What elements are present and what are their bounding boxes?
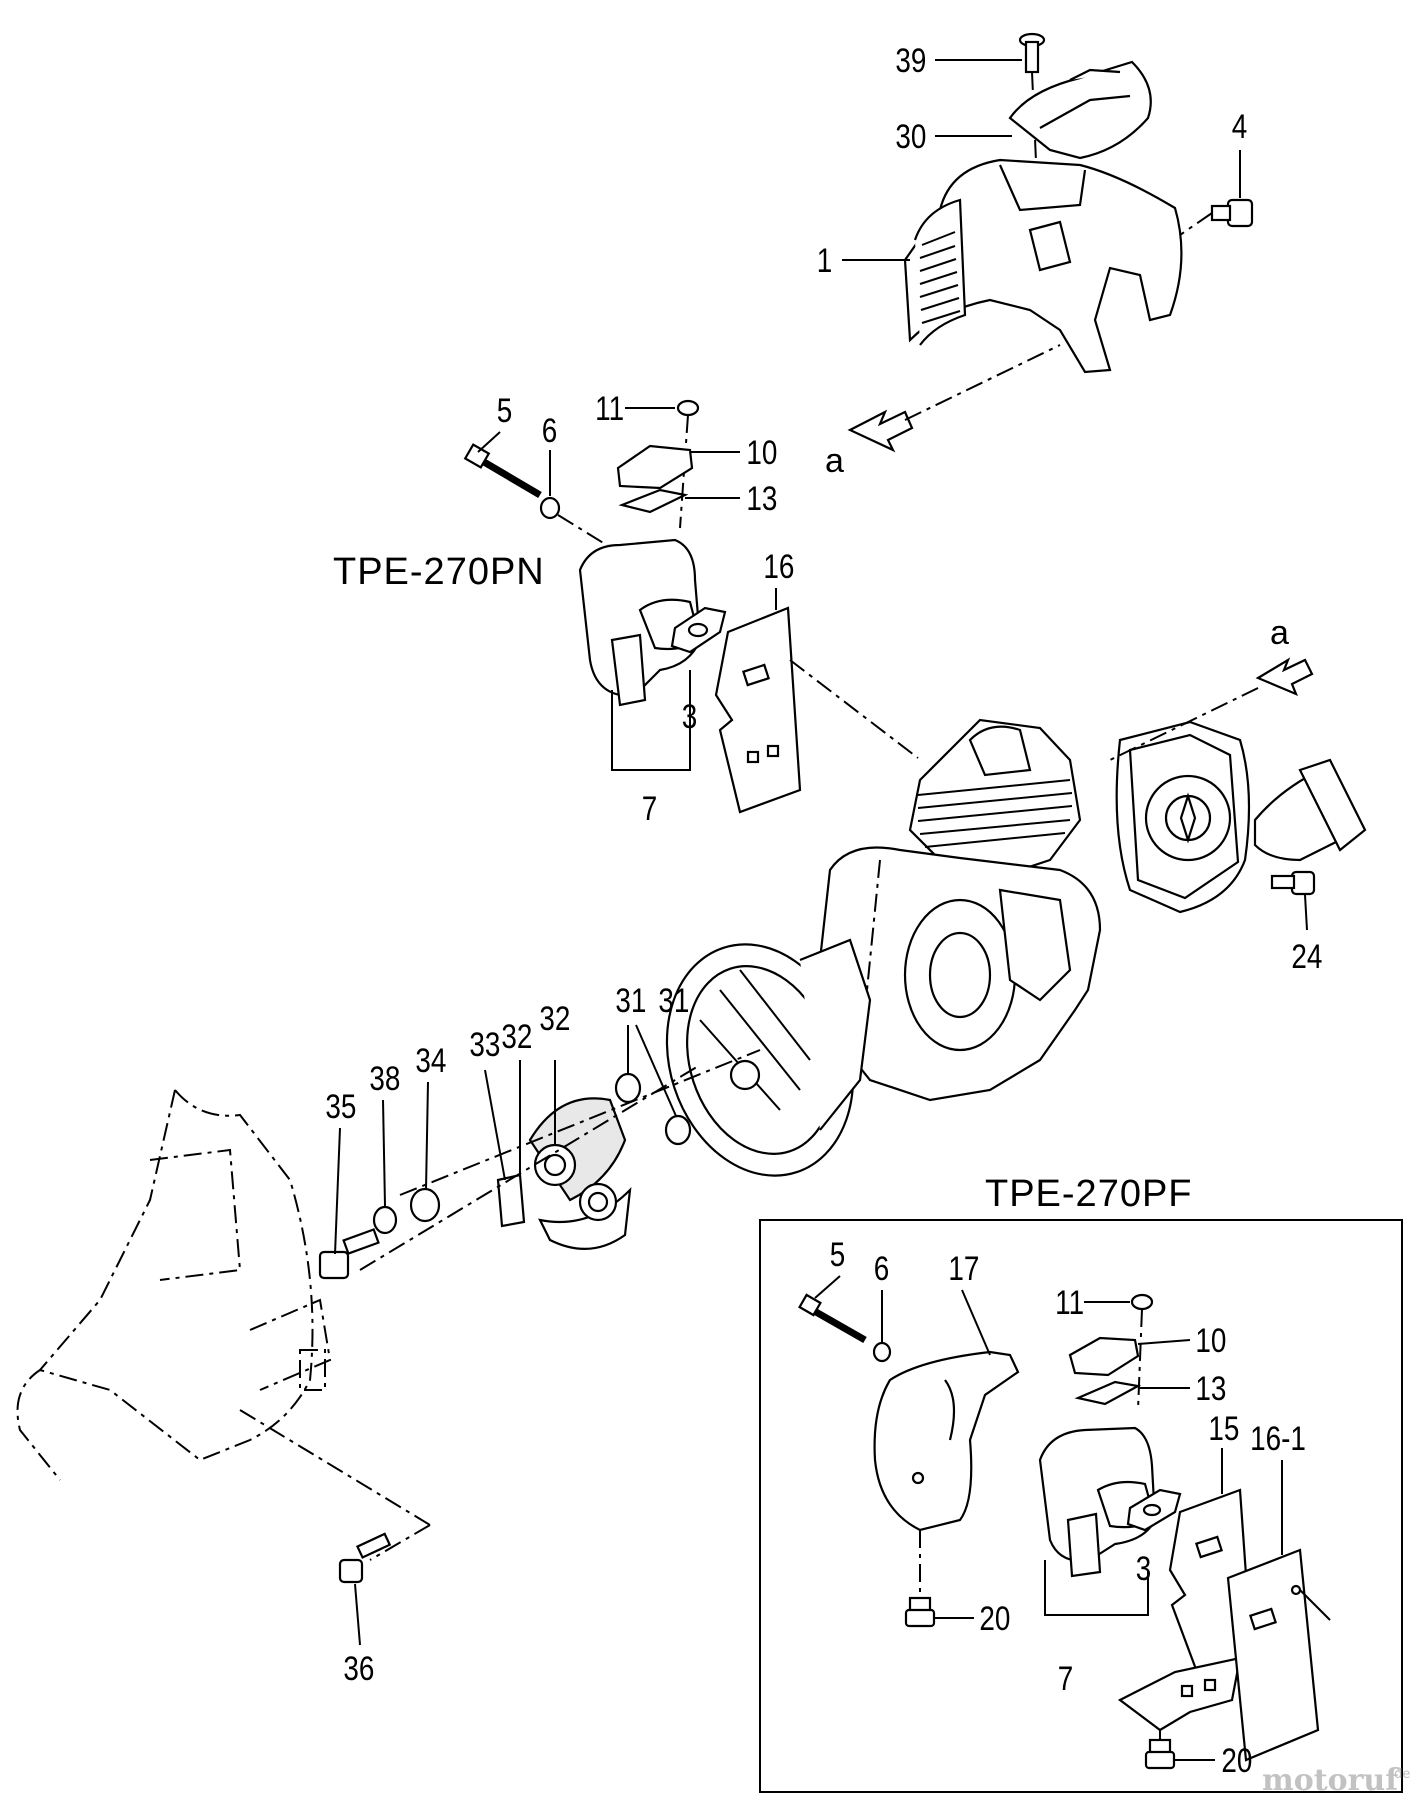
washer-31b	[664, 1114, 692, 1146]
watermark-suffix: .de	[1390, 1767, 1410, 1782]
callout-16: 16	[763, 547, 794, 585]
callout-pf-13: 13	[1195, 1369, 1226, 1407]
callout-33: 33	[469, 1025, 500, 1063]
callout-pf-10: 10	[1195, 1321, 1226, 1359]
direction-arrow-right	[1255, 657, 1314, 697]
callout-35: 35	[325, 1087, 356, 1125]
callout-38: 38	[369, 1059, 400, 1097]
engine-cover-1	[903, 158, 1183, 374]
bolt-35	[318, 1228, 380, 1280]
callout-labels: 39 30 4 1 5 6 11 10 13 16 3 7 24 31 31 3…	[325, 41, 1322, 1779]
washer-31a	[614, 1072, 642, 1104]
heat-plate-16	[714, 606, 802, 814]
callout-pf-11: 11	[1055, 1283, 1084, 1321]
gasket-13	[618, 488, 689, 514]
clutch-housing	[16, 1089, 431, 1584]
callout-39: 39	[895, 41, 926, 79]
callout-34: 34	[415, 1041, 446, 1079]
callout-32a: 32	[539, 999, 570, 1037]
callout-11: 11	[595, 389, 624, 427]
callout-1: 1	[817, 241, 833, 279]
cylinder-fins	[917, 779, 1073, 848]
callout-pf-5: 5	[830, 1235, 846, 1273]
callout-32b: 32	[501, 1017, 532, 1055]
callout-3: 3	[682, 697, 698, 735]
callout-31b: 31	[658, 981, 689, 1019]
callout-pf-17: 17	[948, 1249, 979, 1287]
flywheel	[665, 938, 872, 1177]
callout-31a: 31	[615, 981, 646, 1019]
callout-pf-7: 7	[1058, 1659, 1074, 1697]
callout-pf-6: 6	[874, 1249, 890, 1287]
leader-lines	[334, 59, 1308, 1761]
cover-grille	[919, 231, 961, 324]
washer-38	[372, 1205, 398, 1235]
pf-variant-box	[759, 1219, 1403, 1793]
watermark-brand: motoruf	[1262, 1763, 1400, 1798]
callout-24: 24	[1291, 937, 1322, 975]
callout-10: 10	[746, 433, 777, 471]
model-label-pf: TPE-270PF	[985, 1173, 1193, 1215]
bolt-4	[1179, 198, 1254, 236]
callout-36: 36	[343, 1649, 374, 1687]
bolt-36	[338, 1532, 392, 1584]
engine-cover-group	[847, 32, 1254, 453]
callout-5: 5	[497, 391, 513, 429]
callout-7: 7	[642, 789, 658, 827]
recoil-starter	[1109, 657, 1367, 914]
engine-block	[818, 718, 1102, 1102]
screw-11	[676, 399, 700, 417]
muffler-group-pn	[463, 399, 919, 814]
callout-6: 6	[542, 411, 558, 449]
callout-pf-20a: 20	[979, 1599, 1010, 1637]
bolt-5	[463, 443, 542, 499]
washer-34	[409, 1187, 441, 1223]
callout-4: 4	[1232, 107, 1248, 145]
spark-arrester-10	[616, 444, 694, 490]
cover-lid-30	[1008, 60, 1152, 160]
direction-letter-upper: a	[825, 442, 845, 480]
callout-30: 30	[895, 117, 926, 155]
model-label-pn: TPE-270PN	[333, 551, 545, 593]
muffler-cover-17	[873, 1350, 1020, 1532]
washer-6	[539, 496, 561, 520]
clutch-parts	[318, 1049, 761, 1280]
spring-33	[496, 1173, 526, 1228]
callout-pf-3: 3	[1136, 1549, 1152, 1587]
callout-pf-16-1: 16-1	[1250, 1419, 1306, 1457]
direction-arrow-upper	[847, 344, 1061, 453]
muffler-group-pf	[798, 1293, 1331, 1770]
plate-16-1	[1226, 1548, 1320, 1762]
callout-13: 13	[746, 479, 777, 517]
callout-pf-15: 15	[1208, 1409, 1239, 1447]
callout-pf-20b: 20	[1221, 1741, 1252, 1779]
direction-letter-right: a	[1270, 614, 1290, 652]
plate-15	[1168, 1488, 1254, 1682]
